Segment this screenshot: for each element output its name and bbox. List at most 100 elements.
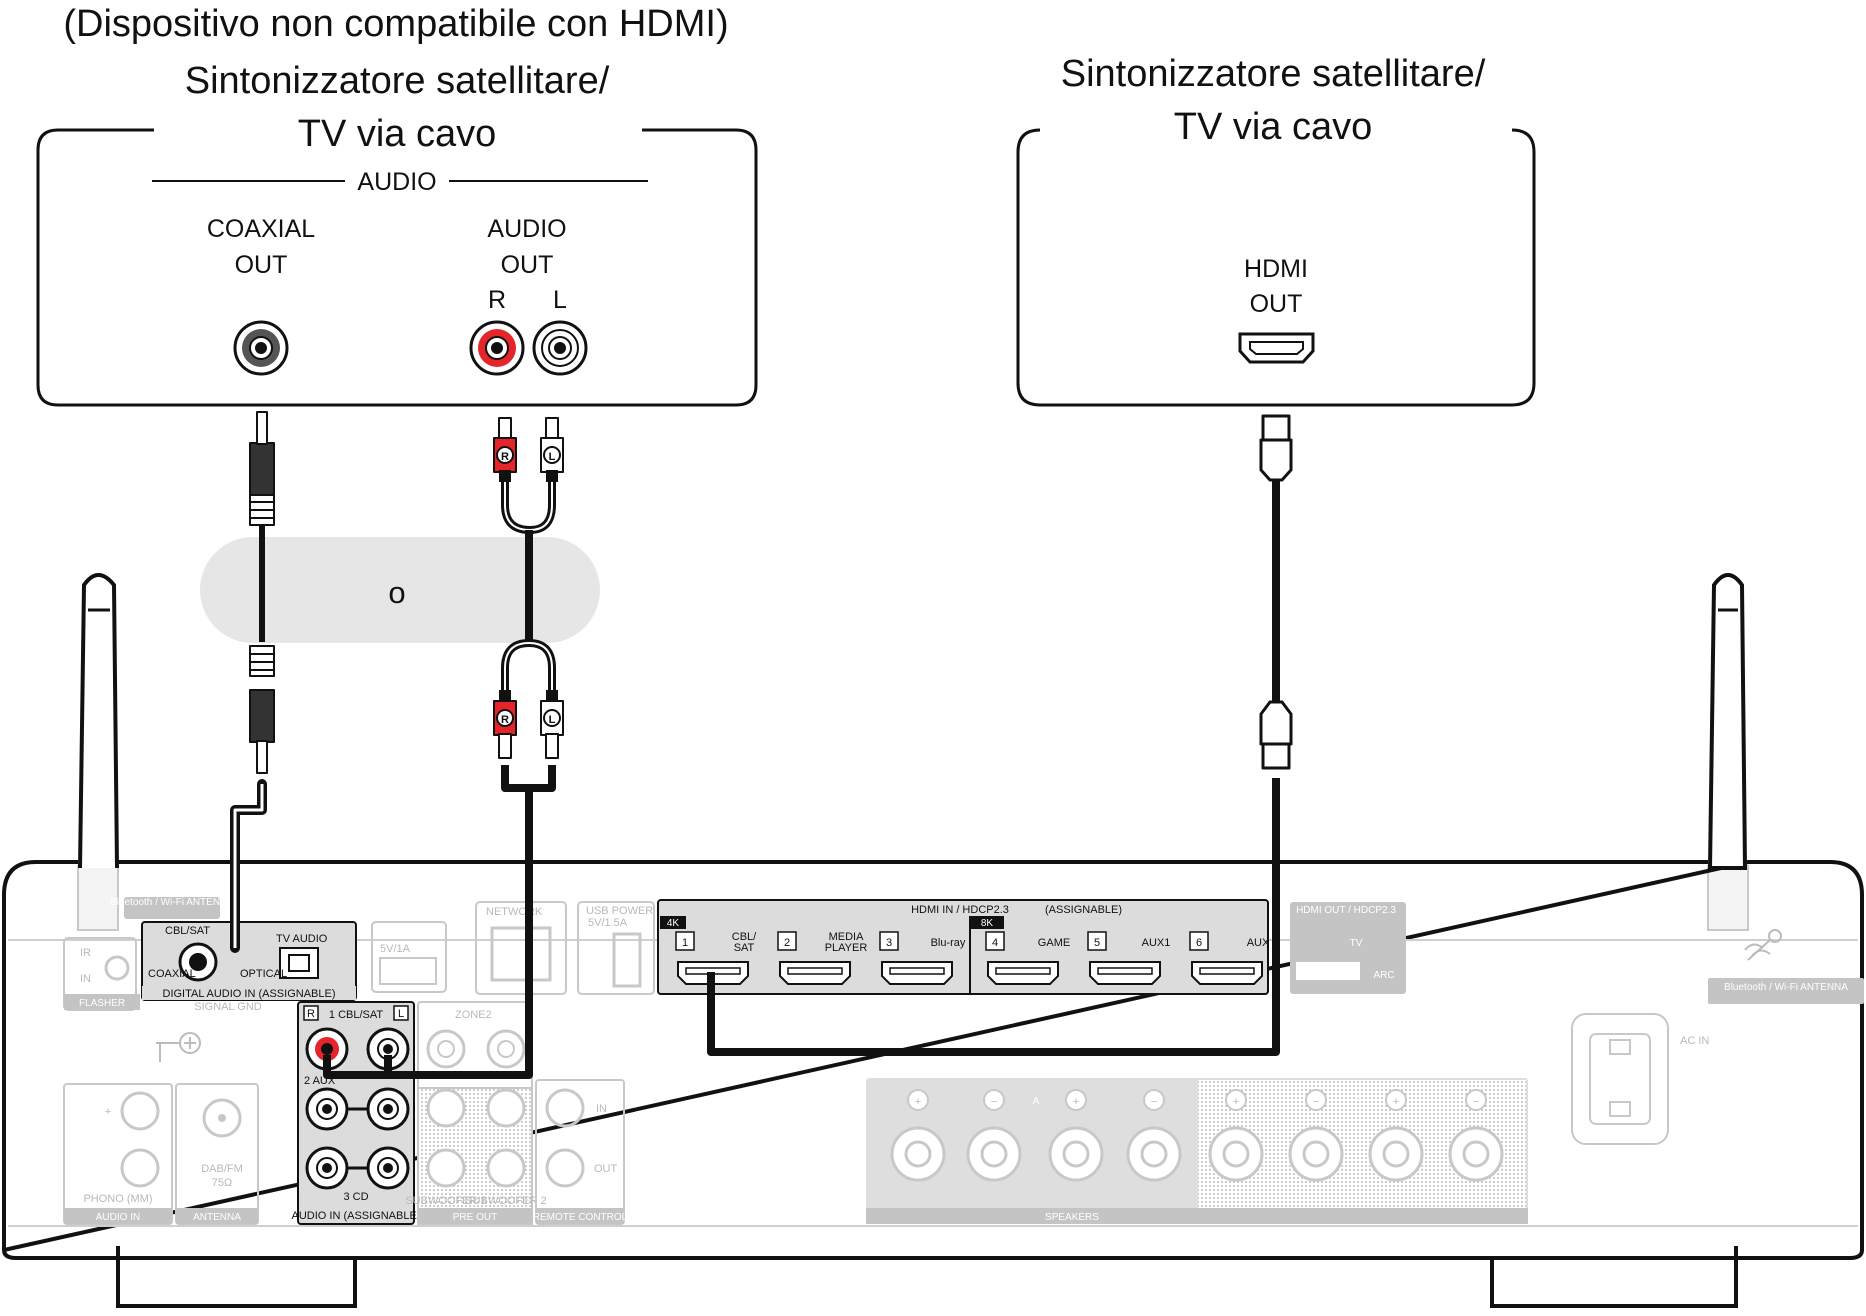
speaker-polarity: + bbox=[1073, 1096, 1079, 1108]
svg-text:5V/1.5A: 5V/1.5A bbox=[588, 917, 628, 929]
audio-group-label: AUDIO bbox=[357, 168, 436, 196]
hdmi-in-name: GAME bbox=[1038, 937, 1070, 949]
speaker-polarity: − bbox=[1473, 1096, 1479, 1108]
svg-text:SUBWOOFER 1: SUBWOOFER 1 bbox=[405, 1195, 486, 1207]
coaxial-out-jack[interactable] bbox=[233, 320, 289, 376]
hdmi-in-port-4[interactable]: 4 GAME bbox=[985, 931, 1070, 985]
svg-text:L: L bbox=[549, 714, 556, 726]
svg-text:ANTENNA: ANTENNA bbox=[193, 1212, 241, 1223]
hdmi-cable bbox=[707, 414, 1293, 1056]
svg-text:NETWORK: NETWORK bbox=[486, 906, 543, 918]
svg-text:HDMI: HDMI bbox=[1244, 255, 1308, 283]
right-device-title-1: Sintonizzatore satellitare/ bbox=[1061, 53, 1486, 95]
audio-out-l-jack[interactable] bbox=[532, 320, 588, 376]
svg-text:4K: 4K bbox=[667, 918, 680, 929]
hdmi-in-name: PLAYER bbox=[825, 942, 868, 954]
svg-text:L: L bbox=[553, 286, 567, 314]
hdmi-out-port[interactable] bbox=[1238, 332, 1315, 364]
right-device-box bbox=[1016, 128, 1536, 407]
bt-antenna-badge bbox=[124, 897, 220, 919]
or-separator: o bbox=[200, 537, 600, 643]
bt-antenna-label-right: Bluetooth / Wi-Fi ANTENNA bbox=[1724, 982, 1848, 993]
svg-text:AUDIO IN (ASSIGNABLE): AUDIO IN (ASSIGNABLE) bbox=[292, 1210, 421, 1222]
svg-text:+: + bbox=[105, 1106, 111, 1118]
svg-text:SUBWOOFER 2: SUBWOOFER 2 bbox=[465, 1195, 546, 1207]
receiver-unit: Bluetooth / Wi-Fi ANTENNA Bluetooth / Wi… bbox=[1, 573, 1864, 1308]
svg-text:CBL/SAT: CBL/SAT bbox=[165, 925, 210, 937]
audio-out-r-jack[interactable] bbox=[469, 320, 525, 376]
hdmi-in-number: 3 bbox=[886, 937, 892, 949]
svg-text:L: L bbox=[549, 451, 556, 463]
coaxial-cable bbox=[230, 411, 275, 953]
speaker-polarity: + bbox=[1233, 1096, 1239, 1108]
svg-text:PRE OUT: PRE OUT bbox=[453, 1212, 497, 1223]
right-antenna-base bbox=[1707, 865, 1749, 931]
svg-text:TV: TV bbox=[1350, 938, 1363, 949]
svg-text:ARC: ARC bbox=[1373, 970, 1394, 981]
hdmi-in-number: 1 bbox=[682, 937, 688, 949]
hdmi-in-number: 2 bbox=[784, 937, 790, 949]
digital-audio-in-panel: CBL/SAT TV AUDIO COAXIAL OPTICAL DIGITAL… bbox=[141, 921, 357, 1001]
right-device: Sintonizzatore satellitare/ TV via cavo … bbox=[1016, 53, 1536, 407]
svg-text:FLASHER: FLASHER bbox=[79, 998, 125, 1009]
hdmi-in-name: MEDIA bbox=[829, 931, 865, 943]
speaker-polarity: − bbox=[1313, 1096, 1319, 1108]
speaker-terminal bbox=[1448, 1126, 1504, 1182]
speaker-terminal bbox=[1208, 1126, 1264, 1182]
zone2-preout-panel: ZONE2 SUBWOOFER 1 SUBWOOFER 2 PRE OUT bbox=[405, 1001, 547, 1225]
speaker-terminal bbox=[1048, 1126, 1104, 1182]
hdmi-in-name: SAT bbox=[734, 942, 755, 954]
flasher-port: IR IN FLASHER bbox=[63, 937, 140, 1011]
left-device-title-1: Sintonizzatore satellitare/ bbox=[185, 60, 610, 102]
svg-text:A: A bbox=[1033, 1096, 1040, 1107]
hdmi-out-panel: HDMI OUT / HDCP2.3 TV ARC bbox=[1290, 902, 1406, 994]
svg-text:OPTICAL: OPTICAL bbox=[240, 968, 287, 980]
svg-text:8K: 8K bbox=[981, 918, 994, 929]
right-antenna bbox=[1707, 573, 1748, 870]
svg-text:COAXIAL: COAXIAL bbox=[148, 968, 196, 980]
svg-text:R: R bbox=[488, 286, 506, 314]
remote-control-panel: IN OUT REMOTE CONTROL bbox=[533, 1079, 628, 1225]
phono-panel: + PHONO (MM) AUDIO IN bbox=[63, 1083, 173, 1225]
svg-text:OUT: OUT bbox=[501, 251, 554, 279]
antenna-symbol-icon bbox=[1744, 929, 1782, 961]
optical-in-jack[interactable] bbox=[279, 947, 319, 979]
svg-text:1 CBL/SAT: 1 CBL/SAT bbox=[329, 1009, 383, 1021]
svg-text:75Ω: 75Ω bbox=[212, 1177, 232, 1189]
hdmi-in-number: 5 bbox=[1094, 937, 1100, 949]
left-antenna bbox=[78, 573, 119, 869]
svg-text:L: L bbox=[398, 1008, 404, 1020]
antenna-panel: DAB/FM 75Ω ANTENNA bbox=[175, 1083, 259, 1225]
right-device-title-2: TV via cavo bbox=[1174, 106, 1373, 148]
svg-text:PHONO (MM): PHONO (MM) bbox=[83, 1193, 152, 1205]
left-foot bbox=[116, 1246, 357, 1308]
svg-text:(ASSIGNABLE): (ASSIGNABLE) bbox=[1045, 904, 1122, 916]
non-hdmi-note: (Dispositivo non compatibile con HDMI) bbox=[63, 3, 728, 45]
speaker-polarity: + bbox=[1393, 1096, 1399, 1108]
audio-in-panel: R L 1 CBL/SAT 2 AUX 3 CD AUDIO IN (ASSIG… bbox=[292, 1001, 421, 1225]
hdmi-in-number: 6 bbox=[1196, 937, 1202, 949]
speaker-terminal bbox=[1126, 1126, 1182, 1182]
svg-text:R: R bbox=[307, 1008, 315, 1020]
speaker-polarity: − bbox=[1151, 1096, 1157, 1108]
speaker-terminal bbox=[1288, 1126, 1344, 1182]
ac-inlet: AC IN bbox=[1571, 1013, 1709, 1145]
chassis-outline bbox=[1, 860, 1864, 1260]
svg-text:TV AUDIO: TV AUDIO bbox=[276, 933, 328, 945]
speakers-panel: SPEAKERS A B bbox=[866, 1078, 1528, 1224]
signal-gnd-label: SIGNAL GND bbox=[194, 1001, 261, 1013]
right-foot bbox=[1490, 1246, 1738, 1308]
svg-text:REMOTE CONTROL: REMOTE CONTROL bbox=[533, 1212, 628, 1223]
svg-text:AC IN: AC IN bbox=[1680, 1035, 1709, 1047]
svg-text:AUDIO: AUDIO bbox=[487, 215, 566, 243]
hdmi-in-number: 4 bbox=[992, 937, 998, 949]
speaker-polarity: − bbox=[991, 1096, 997, 1108]
speaker-terminal bbox=[1368, 1126, 1424, 1182]
svg-text:IN: IN bbox=[80, 973, 91, 985]
